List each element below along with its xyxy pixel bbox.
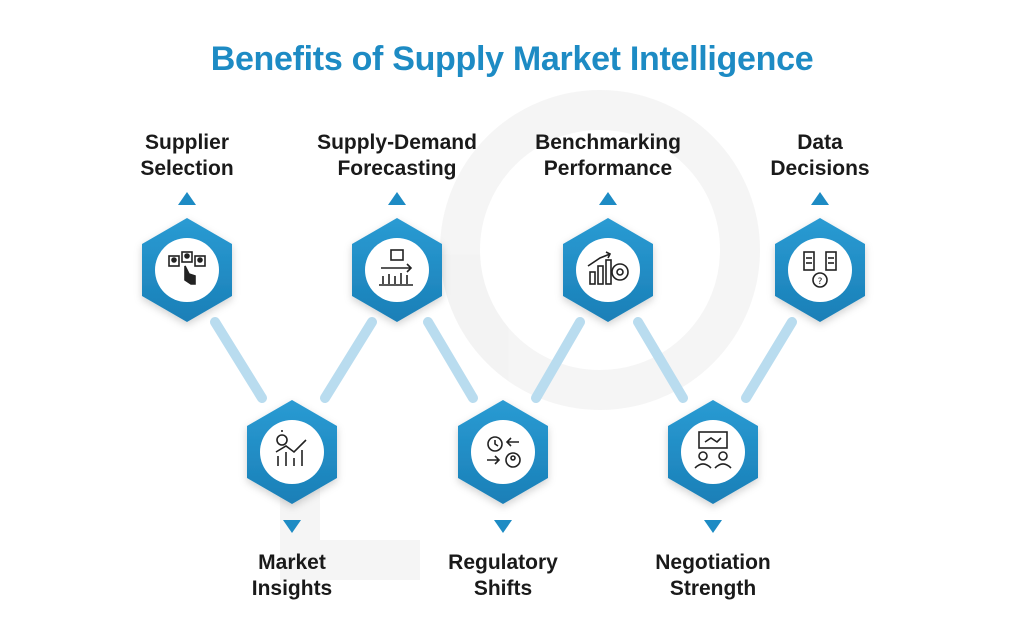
hexagon-negotiation — [668, 400, 758, 504]
label-market-insights: Market Insights — [182, 550, 402, 602]
label-line: Forecasting — [337, 157, 457, 180]
label-forecasting: Supply-Demand Forecasting — [287, 130, 507, 182]
label-line: Market — [258, 551, 326, 574]
label-line: Performance — [543, 157, 673, 180]
label-line: Selection — [140, 157, 234, 180]
arrow-down-negotiation — [704, 520, 722, 533]
arrows — [178, 192, 829, 533]
label-line: Strength — [669, 577, 757, 600]
connector-4 — [531, 317, 585, 403]
arrow-up-data-decisions — [811, 192, 829, 205]
label-line: Benchmarking — [535, 131, 681, 154]
arrow-up-benchmarking — [599, 192, 617, 205]
connector-6 — [741, 317, 797, 403]
supplier-selection-icon — [168, 251, 206, 285]
benchmarking-icon — [587, 251, 629, 285]
hexagon-regulatory-shifts — [458, 400, 548, 504]
negotiation-icon — [694, 431, 732, 469]
label-supplier-selection: Supplier Selection — [77, 130, 297, 182]
regulatory-shifts-icon — [487, 436, 521, 468]
label-line: Negotiation — [655, 551, 771, 574]
page-title: Benefits of Supply Market Intelligence — [210, 40, 814, 78]
label-line: Supply-Demand — [317, 131, 477, 154]
label-line: Decisions — [770, 157, 870, 180]
label-data-decisions: Data Decisions — [710, 130, 930, 182]
svg-text:?: ? — [818, 277, 823, 287]
hexagon-supplier-selection — [142, 218, 232, 322]
label-negotiation: Negotiation Strength — [603, 550, 823, 602]
label-line: Insights — [251, 577, 333, 600]
arrow-down-market-insights — [283, 520, 301, 533]
arrow-down-regulatory-shifts — [494, 520, 512, 533]
connector-2 — [320, 317, 377, 403]
market-insights-icon — [275, 430, 307, 466]
connector-5 — [633, 317, 688, 403]
arrow-up-forecasting — [388, 192, 406, 205]
connector-lines — [210, 317, 797, 403]
label-benchmarking: Benchmarking Performance — [498, 130, 718, 182]
hexagon-market-insights — [247, 400, 337, 504]
arrow-up-supplier-selection — [178, 192, 196, 205]
hexagon-data-decisions: ? — [775, 218, 865, 322]
forecasting-icon — [379, 249, 413, 286]
data-decisions-icon: ? — [803, 251, 837, 288]
label-line: Data — [797, 131, 843, 154]
connector-1 — [210, 317, 267, 403]
connector-3 — [423, 317, 478, 403]
hexagon-benchmarking — [563, 218, 653, 322]
label-line: Shifts — [473, 577, 533, 600]
hexagon-forecasting — [352, 218, 442, 322]
label-line: Supplier — [144, 131, 229, 154]
label-line: Regulatory — [448, 551, 558, 574]
label-regulatory-shifts: Regulatory Shifts — [393, 550, 613, 602]
